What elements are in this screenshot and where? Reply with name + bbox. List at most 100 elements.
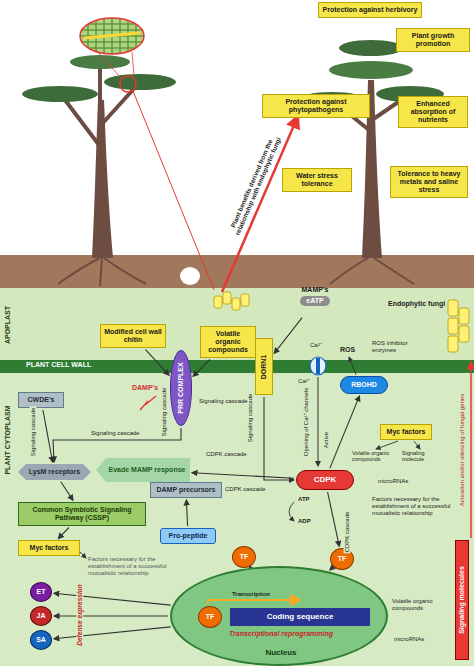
tf-circle: TF xyxy=(198,606,222,628)
annotation-label: Defense expression xyxy=(76,583,83,646)
node-text: Protection against phytopathogens xyxy=(266,98,366,114)
left-tree xyxy=(22,18,214,290)
annotation-label: ROS inhibitor enzymes xyxy=(372,340,420,354)
fungal-hyphae xyxy=(448,336,458,352)
node-text: Plant growth promotion xyxy=(400,32,466,48)
node-text: Modified cell wall chitin xyxy=(104,328,162,344)
gray-box: CWDE's xyxy=(18,392,64,408)
ground xyxy=(0,373,474,666)
connector xyxy=(328,492,340,546)
fungal-gene-arrow xyxy=(471,362,472,538)
annotation-label: ROS xyxy=(340,346,355,354)
calcium-channel xyxy=(310,357,326,375)
annotation-label: PLANT CYTOPLASM xyxy=(4,404,12,475)
leader-arrows xyxy=(414,441,420,449)
node-text: Nucleus xyxy=(251,648,311,657)
right-tree xyxy=(329,61,413,79)
node-text: MAMP's xyxy=(302,286,329,294)
annotation-label: ADP xyxy=(298,518,311,525)
yellow-box: Tolerance to heavy metals and saline str… xyxy=(390,166,468,198)
left-tree xyxy=(58,258,146,286)
node-text: DORN1 xyxy=(260,354,268,379)
annotation-label: Factors necessary for the establishment … xyxy=(372,496,454,517)
annotation-label: CDPK cascade xyxy=(205,451,248,458)
node-text: TF xyxy=(240,553,249,561)
annotation-label: Opening of Ca²⁺ channels xyxy=(303,388,310,456)
right-tree xyxy=(330,258,414,284)
left-tree xyxy=(120,76,136,92)
right-tree xyxy=(298,40,444,284)
annotation-label: Transcription xyxy=(232,591,270,598)
damp-release xyxy=(140,396,156,410)
node-text: Protection against herbivory xyxy=(323,6,418,14)
hormone-circle: ET xyxy=(30,582,52,602)
left-tree xyxy=(104,74,176,90)
yellow-box: Volatile organic compounds xyxy=(200,326,256,358)
receptor-complex: PRR COMPLEX xyxy=(170,350,192,426)
node-text: CDPK xyxy=(314,475,337,484)
annotation-label: PLANT CELL WALL xyxy=(26,361,91,369)
annotation-label: CDPK cascade xyxy=(224,486,267,493)
annotation-label: Signaling cascade xyxy=(30,407,37,458)
yellow-box: DORN1 xyxy=(255,338,273,395)
connector xyxy=(54,615,168,616)
fungal-hyphae xyxy=(232,298,240,310)
node-text: Volatile organic compounds xyxy=(204,330,252,354)
connector xyxy=(186,500,187,526)
ground xyxy=(180,267,200,285)
annotation-label: Ca²⁺ xyxy=(310,342,322,349)
leader-arrows xyxy=(376,441,398,449)
left-tree xyxy=(96,50,134,79)
calcium-channel xyxy=(316,358,320,374)
annotation-label: Endophytic fungi xyxy=(388,300,445,308)
ground xyxy=(0,0,474,255)
annotation-label: CDPK cascade xyxy=(344,511,351,554)
left-tree xyxy=(80,18,144,54)
node-text: eATP xyxy=(300,296,329,306)
gray-box: LysM receptors xyxy=(18,464,91,480)
node-text: PRR COMPLEX xyxy=(177,362,185,413)
node-text: Coding sequence xyxy=(267,612,334,621)
peptide-box: Pro-peptide xyxy=(160,528,216,544)
annotation-label: Signaling cascade xyxy=(161,387,168,438)
connector xyxy=(193,360,210,377)
gene-bar: Coding sequence xyxy=(230,608,370,626)
fungal-hyphae xyxy=(459,326,469,342)
node-text: Evade MAMP response xyxy=(109,466,186,474)
benefit-arrow xyxy=(222,116,298,292)
node-text: Signaling molecules xyxy=(458,566,466,634)
annotation-label: Signaling cascade xyxy=(90,430,141,437)
node-text: Water stress tolerance xyxy=(286,172,348,188)
annotation-label: Factors necessary for the establishment … xyxy=(88,556,188,577)
signal-box: Signaling molecules xyxy=(455,540,469,660)
annotation-label: Volatile organic compounds xyxy=(392,598,450,612)
annotation-label: microRNAs xyxy=(394,636,424,643)
annotation-label: Volatile organic compounds xyxy=(352,450,394,463)
left-tree xyxy=(70,55,130,69)
calcium-channel xyxy=(310,357,326,466)
fungal-hyphae xyxy=(448,300,458,316)
node-text: Myc factors xyxy=(387,428,426,436)
node-text: RBOHD xyxy=(351,381,377,389)
connector xyxy=(330,568,332,570)
connector xyxy=(264,397,294,480)
yellow-box: Enhanced absorption of nutrients xyxy=(398,96,468,128)
ground xyxy=(0,360,474,373)
annotation-label: Signaling cascade xyxy=(198,398,249,405)
tf-circle: TF xyxy=(232,546,256,568)
yellow-box: Protection against phytopathogens xyxy=(262,94,370,118)
connector xyxy=(192,473,294,479)
leader-arrows xyxy=(289,502,294,521)
connector xyxy=(54,627,171,639)
arrow-box: Evade MAMP response xyxy=(96,458,190,482)
annotation-label: APOPLAST xyxy=(4,306,12,344)
hormone-circle: JA xyxy=(30,606,52,626)
benefit-arrow xyxy=(222,116,298,292)
right-tree xyxy=(339,40,403,56)
annotation-label: Activation and/or silencing of fungal ge… xyxy=(459,394,466,506)
node-text: Transcriptional reprogramming xyxy=(206,630,356,638)
annotation-label: ATP xyxy=(298,496,310,503)
annotation-label: Plant benefits derived from the relation… xyxy=(224,127,285,243)
